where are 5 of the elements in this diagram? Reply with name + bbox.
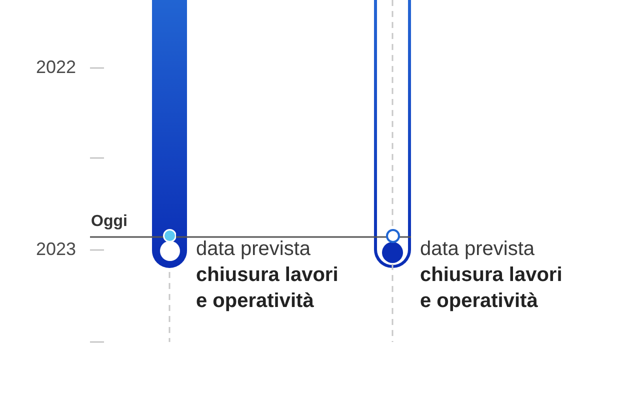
axis-year-label: 2023 [36,239,76,261]
axis-year-label: 2022 [36,57,76,79]
milestone-caption: data prevista chiusura lavori e operatività [420,237,564,314]
milestone-caption: data prevista chiusura lavori e operatività [196,237,340,314]
today-label: Oggi [91,212,128,232]
